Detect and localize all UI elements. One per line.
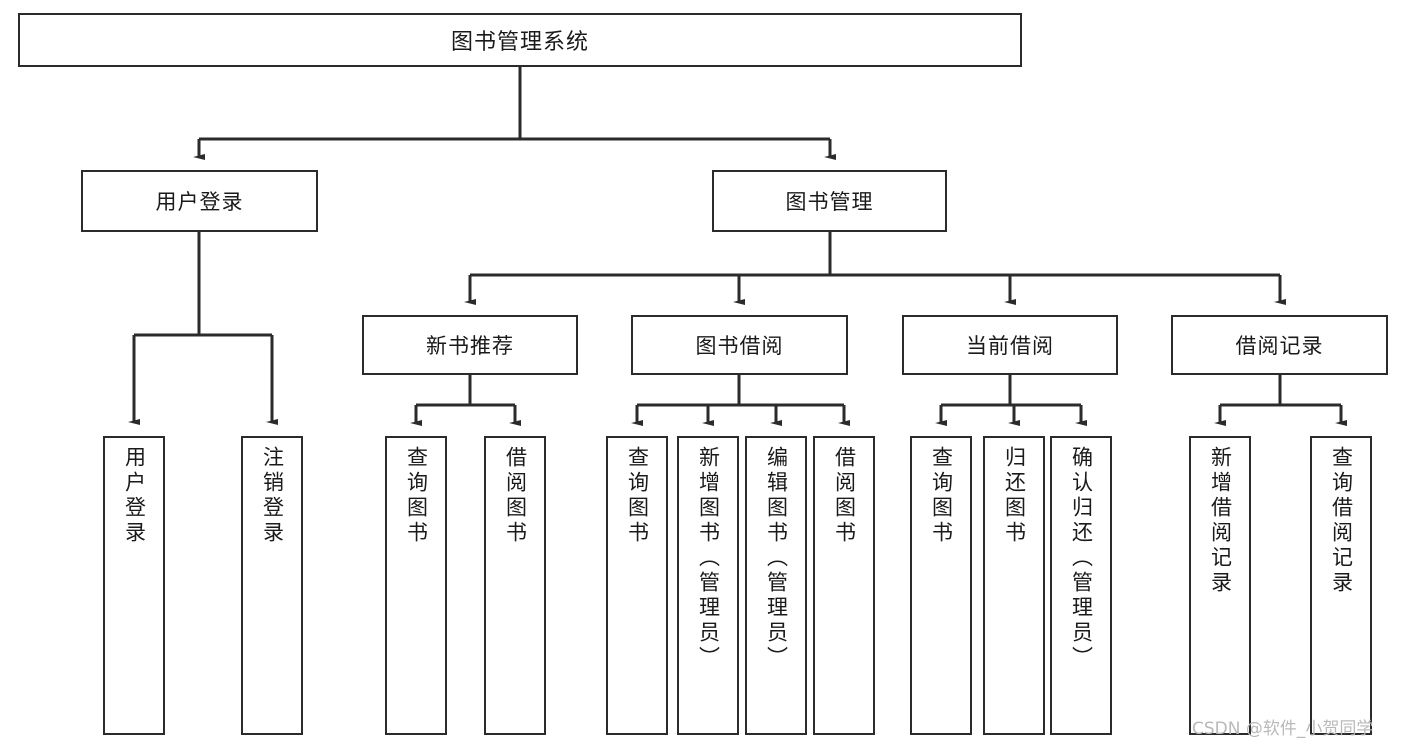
node-current-borrow[interactable]: 当前借阅 bbox=[902, 315, 1118, 375]
leaf-query-borrow-record[interactable]: 查询借阅记录 bbox=[1310, 436, 1372, 735]
leaf-query-book-current[interactable]: 查询图书 bbox=[910, 436, 972, 735]
watermark: CSDN @软件_小贺同学 bbox=[1192, 719, 1374, 739]
leaf-add-book-admin-label: 新增图书（管理员） bbox=[696, 446, 721, 671]
node-book-manage[interactable]: 图书管理 bbox=[712, 170, 947, 232]
node-borrow-record-label: 借阅记录 bbox=[1235, 334, 1324, 358]
leaf-logout[interactable]: 注销登录 bbox=[241, 436, 303, 735]
leaf-confirm-return-admin[interactable]: 确认归还（管理员） bbox=[1050, 436, 1112, 735]
leaf-confirm-return-admin-label: 确认归还（管理员） bbox=[1069, 446, 1094, 671]
node-user-login[interactable]: 用户登录 bbox=[81, 170, 318, 232]
leaf-query-book-borrow[interactable]: 查询图书 bbox=[606, 436, 668, 735]
node-user-login-label: 用户登录 bbox=[155, 190, 244, 214]
leaf-edit-book-admin[interactable]: 编辑图书（管理员） bbox=[745, 436, 807, 735]
leaf-add-borrow-record[interactable]: 新增借阅记录 bbox=[1189, 436, 1251, 735]
leaf-query-book-recommend-label: 查询图书 bbox=[404, 446, 429, 546]
node-book-borrow[interactable]: 图书借阅 bbox=[631, 315, 848, 375]
node-root[interactable]: 图书管理系统 bbox=[18, 13, 1022, 67]
leaf-borrow-book-label: 借阅图书 bbox=[832, 446, 857, 546]
leaf-query-book-recommend[interactable]: 查询图书 bbox=[385, 436, 447, 735]
node-root-label: 图书管理系统 bbox=[450, 30, 589, 55]
node-borrow-record[interactable]: 借阅记录 bbox=[1171, 315, 1388, 375]
leaf-query-book-borrow-label: 查询图书 bbox=[625, 446, 650, 546]
leaf-borrow-book-recommend[interactable]: 借阅图书 bbox=[484, 436, 546, 735]
leaf-user-login-label: 用户登录 bbox=[122, 446, 147, 546]
node-new-book-recommend-label: 新书推荐 bbox=[426, 334, 514, 358]
leaf-add-borrow-record-label: 新增借阅记录 bbox=[1208, 446, 1233, 596]
node-new-book-recommend[interactable]: 新书推荐 bbox=[362, 315, 578, 375]
leaf-user-login[interactable]: 用户登录 bbox=[103, 436, 165, 735]
leaf-return-book[interactable]: 归还图书 bbox=[983, 436, 1045, 735]
node-book-manage-label: 图书管理 bbox=[785, 190, 874, 214]
leaf-return-book-label: 归还图书 bbox=[1002, 446, 1027, 546]
node-book-borrow-label: 图书借阅 bbox=[695, 334, 784, 358]
leaf-borrow-book[interactable]: 借阅图书 bbox=[813, 436, 875, 735]
node-current-borrow-label: 当前借阅 bbox=[966, 334, 1054, 358]
leaf-query-borrow-record-label: 查询借阅记录 bbox=[1329, 446, 1354, 596]
leaf-add-book-admin[interactable]: 新增图书（管理员） bbox=[677, 436, 739, 735]
leaf-query-book-current-label: 查询图书 bbox=[929, 446, 954, 546]
leaf-borrow-book-recommend-label: 借阅图书 bbox=[503, 446, 528, 546]
leaf-edit-book-admin-label: 编辑图书（管理员） bbox=[764, 446, 789, 671]
leaf-logout-label: 注销登录 bbox=[260, 446, 285, 546]
